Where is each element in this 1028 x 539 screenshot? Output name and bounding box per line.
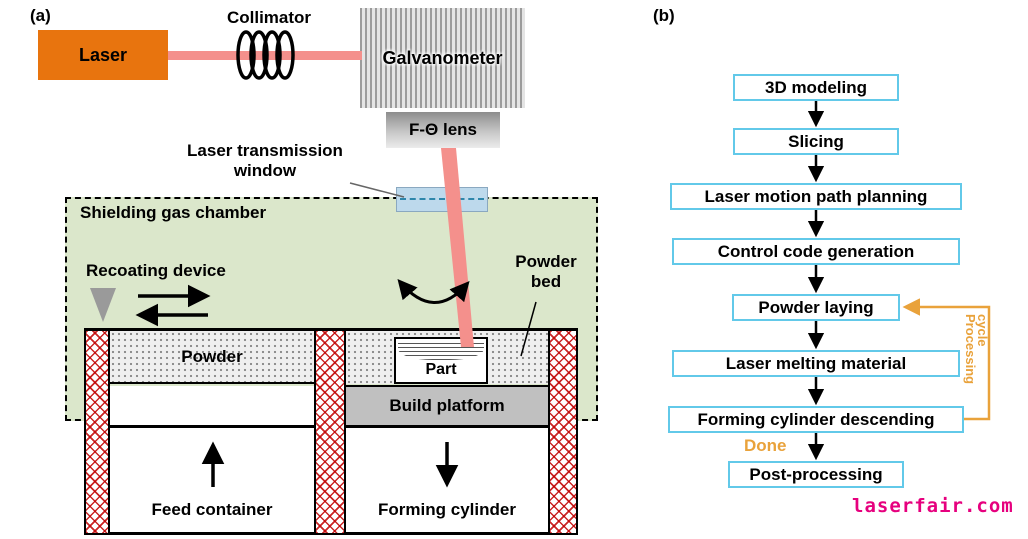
build-platform-label: Build platform <box>389 396 505 416</box>
feed-platform <box>110 386 314 428</box>
flow-step-cylinder-descending: Forming cylinder descending <box>668 406 964 433</box>
laser-transmission-window <box>396 187 488 212</box>
laser-box: Laser <box>38 30 168 80</box>
shielding-gas-chamber-label: Shielding gas chamber <box>80 203 267 222</box>
laser-transmission-window-label: Laser transmission window <box>187 141 343 180</box>
flow-step-3d-modeling: 3D modeling <box>733 74 899 101</box>
recoating-device-label: Recoating device <box>86 261 226 280</box>
part-hatch <box>398 341 484 360</box>
flow-step-post-processing: Post-processing <box>728 461 904 488</box>
flow-step-powder-laying: Powder laying <box>732 294 900 321</box>
galvanometer-label: Galvanometer <box>382 47 503 68</box>
flow-step-slicing: Slicing <box>733 128 899 155</box>
watermark: laserfair.com <box>852 495 1014 517</box>
container-wall-right <box>548 329 578 535</box>
powder-bed-label: Powder bed <box>515 252 577 291</box>
container-wall-left <box>84 329 110 535</box>
galvanometer-box: Galvanometer <box>360 8 525 108</box>
flow-step-path-planning: Laser motion path planning <box>670 183 962 210</box>
collimator-coil-icon <box>236 30 295 80</box>
powder-label: Powder <box>181 346 243 366</box>
f-theta-lens: F-Θ lens <box>386 112 500 148</box>
panel-b-label: (b) <box>653 6 675 25</box>
laser-label: Laser <box>78 44 128 65</box>
feed-container-label: Feed container <box>151 500 273 519</box>
part-box: Part <box>394 337 488 384</box>
laser-beam-horizontal <box>168 51 362 60</box>
feed-powder-region: Powder <box>110 331 314 384</box>
panel-a-label: (a) <box>30 6 51 25</box>
recoating-device-nozzle <box>90 288 116 322</box>
flow-step-code-generation: Control code generation <box>672 238 960 265</box>
collimator-label: Collimator <box>226 8 312 27</box>
flow-step-laser-melting: Laser melting material <box>672 350 960 377</box>
build-platform: Build platform <box>346 385 548 428</box>
f-theta-lens-label: F-Θ lens <box>408 120 477 140</box>
forming-cylinder-label: Forming cylinder <box>378 500 516 519</box>
window-dashed-line <box>400 198 484 200</box>
done-label: Done <box>744 436 787 455</box>
container-wall-middle <box>314 329 346 535</box>
part-label: Part <box>425 360 457 378</box>
processing-cycle-label: Processing cycle <box>963 314 990 385</box>
